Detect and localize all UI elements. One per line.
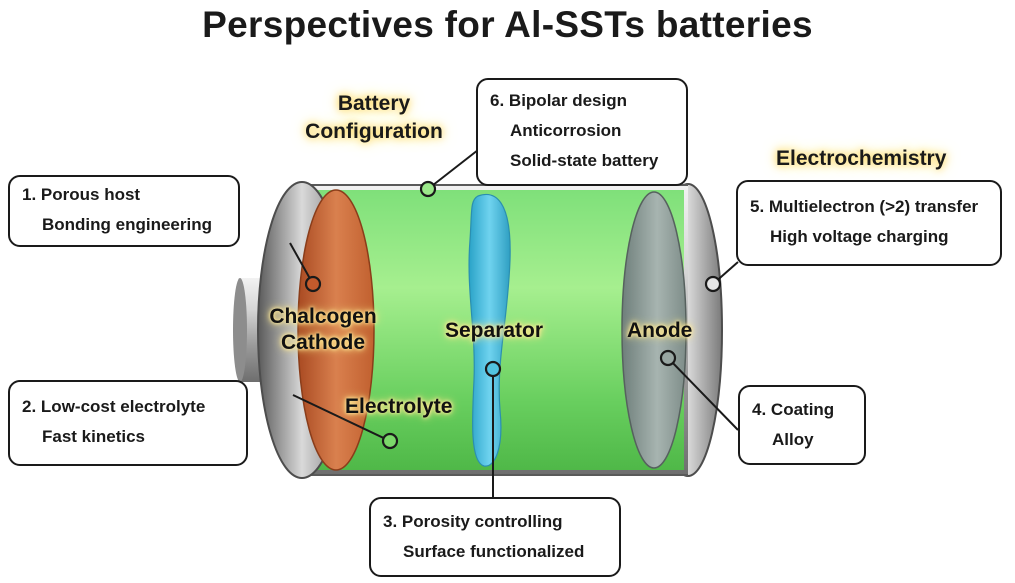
callout-1-number: 1. xyxy=(22,185,37,204)
callout-4-line2: Alloy xyxy=(772,430,814,449)
anode-disc xyxy=(621,191,687,469)
category-battery-configuration-line1: Battery xyxy=(337,92,411,115)
callout-6-line1: 6. Bipolar design xyxy=(490,86,674,116)
label-cathode-line2: Cathode xyxy=(281,331,365,354)
category-electrochemistry: Electrochemistry xyxy=(776,147,947,170)
callout-4-line1-text: Coating xyxy=(770,400,835,419)
callout-3-line1: 3. Porosity controlling xyxy=(383,507,607,537)
callout-connectors xyxy=(289,149,739,498)
callout-1-line1: 1. Porous host xyxy=(22,180,226,210)
callout-4-line1: 4. Coating xyxy=(752,395,852,425)
callout-2-line1: 2. Low-cost electrolyte xyxy=(22,392,234,422)
callout-5-line1-text: Multielectron (>2) transfer xyxy=(768,197,979,216)
callout-1-cathode: 1. Porous host Bonding engineering xyxy=(8,175,240,247)
callout-6-line3: Solid-state battery xyxy=(510,151,659,170)
callout-4-number: 4. xyxy=(752,400,767,419)
callout-1-line1-text: Porous host xyxy=(40,185,141,204)
callout-3-line2: Surface functionalized xyxy=(403,542,585,561)
callout-5-line2: High voltage charging xyxy=(770,227,949,246)
callout-6-line1-text: Bipolar design xyxy=(508,91,627,110)
category-battery-configuration: Battery Configuration xyxy=(292,90,456,146)
label-chalcogen-cathode: Chalcogen Cathode xyxy=(258,304,388,356)
callout-5-electrochemistry: 5. Multielectron (>2) transfer High volt… xyxy=(736,180,1002,266)
callout-1-line2: Bonding engineering xyxy=(42,215,212,234)
separator-layer xyxy=(468,193,511,467)
label-separator: Separator xyxy=(445,319,544,342)
callout-5-number: 5. xyxy=(750,197,765,216)
callout-4-anode: 4. Coating Alloy xyxy=(738,385,866,465)
callout-2-number: 2. xyxy=(22,397,37,416)
callout-3-separator: 3. Porosity controlling Surface function… xyxy=(369,497,621,577)
callout-3-line1-text: Porosity controlling xyxy=(401,512,563,531)
diagram-title: Perspectives for Al-SSTs batteries xyxy=(202,4,813,45)
label-cathode-line1: Chalcogen xyxy=(269,305,377,328)
callout-5-line1: 5. Multielectron (>2) transfer xyxy=(750,192,988,222)
callout-6-line2: Anticorrosion xyxy=(510,121,622,140)
callout-dots xyxy=(304,180,722,450)
callout-2-electrolyte: 2. Low-cost electrolyte Fast kinetics xyxy=(8,380,248,466)
category-battery-configuration-line2: Configuration xyxy=(305,120,443,143)
callout-2-line2: Fast kinetics xyxy=(42,427,145,446)
label-electrolyte: Electrolyte xyxy=(345,395,453,418)
callout-3-number: 3. xyxy=(383,512,398,531)
callout-6-number: 6. xyxy=(490,91,505,110)
callout-6-configuration: 6. Bipolar design Anticorrosion Solid-st… xyxy=(476,78,688,186)
cathode-disc xyxy=(297,189,375,471)
label-anode: Anode xyxy=(627,319,693,342)
callout-2-line1-text: Low-cost electrolyte xyxy=(40,397,206,416)
